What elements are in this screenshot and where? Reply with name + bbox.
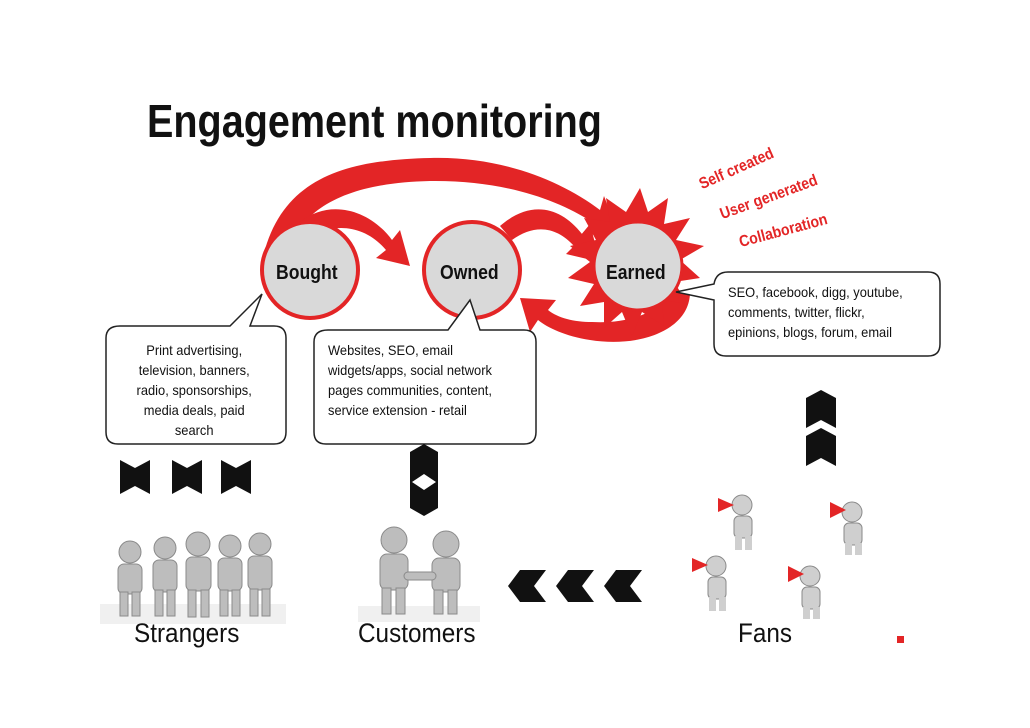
- bubble-line: pages communities, content,: [328, 382, 492, 398]
- chevron-left-icon: [556, 570, 594, 602]
- bubble-line: search: [174, 422, 214, 438]
- megaphone-person-icon: [788, 565, 821, 619]
- handshake-icon: [358, 526, 480, 622]
- page-title: Engagement monitoring: [147, 95, 602, 147]
- group-label-fans: Fans: [738, 618, 793, 648]
- people-group-icon: [100, 531, 286, 624]
- node-label-bought: Bought: [276, 262, 338, 284]
- bubble-line: epinions, blogs, forum, email: [728, 324, 892, 340]
- earned-starburst: [568, 188, 704, 336]
- node-label-earned: Earned: [606, 262, 666, 284]
- chevron-down-icon: [120, 460, 150, 494]
- bought-bubble: [105, 293, 287, 445]
- bubble-line: Websites, SEO, email: [328, 342, 454, 358]
- earned-bubble-text: SEO, facebook, digg, youtube, comments, …: [728, 282, 903, 342]
- bubble-line: media deals, paid: [143, 402, 245, 418]
- bought-circle: [260, 220, 360, 320]
- arrow-earned-to-owned: [520, 292, 690, 342]
- megaphone-person-icon: [692, 555, 727, 611]
- group-label-customers: Customers: [358, 618, 476, 648]
- diamond-icon: [410, 444, 438, 516]
- group-label-strangers: Strangers: [134, 618, 240, 648]
- bubble-line: SEO, facebook, digg, youtube,: [728, 284, 903, 300]
- megaphone-person-icon: [830, 501, 863, 555]
- slide-marker: [897, 636, 904, 643]
- owned-bubble-text: Websites, SEO, email widgets/apps, socia…: [328, 340, 492, 420]
- bubble-line: television, banners,: [138, 362, 250, 378]
- bubble-line: widgets/apps, social network: [328, 362, 492, 378]
- bubble-line: service extension - retail: [328, 402, 467, 418]
- chevron-down-icon: [221, 460, 251, 494]
- arrow-bought-to-earned: [262, 157, 618, 262]
- bubble-line: comments, twitter, flickr,: [728, 304, 865, 320]
- chevron-up-icon: [806, 428, 836, 466]
- bought-bubble-text: Print advertising, television, banners, …: [116, 340, 272, 440]
- node-label-owned: Owned: [440, 262, 499, 284]
- chevron-left-icon: [508, 570, 546, 602]
- earned-bubble: [675, 271, 941, 357]
- chevron-left-icon: [604, 570, 642, 602]
- bubble-line: Print advertising,: [146, 342, 243, 358]
- bubble-line: radio, sponsorships,: [136, 382, 252, 398]
- chevron-down-icon: [172, 460, 202, 494]
- chevron-up-icon: [806, 390, 836, 428]
- megaphone-person-icon: [718, 494, 753, 550]
- owned-bubble: [313, 298, 537, 445]
